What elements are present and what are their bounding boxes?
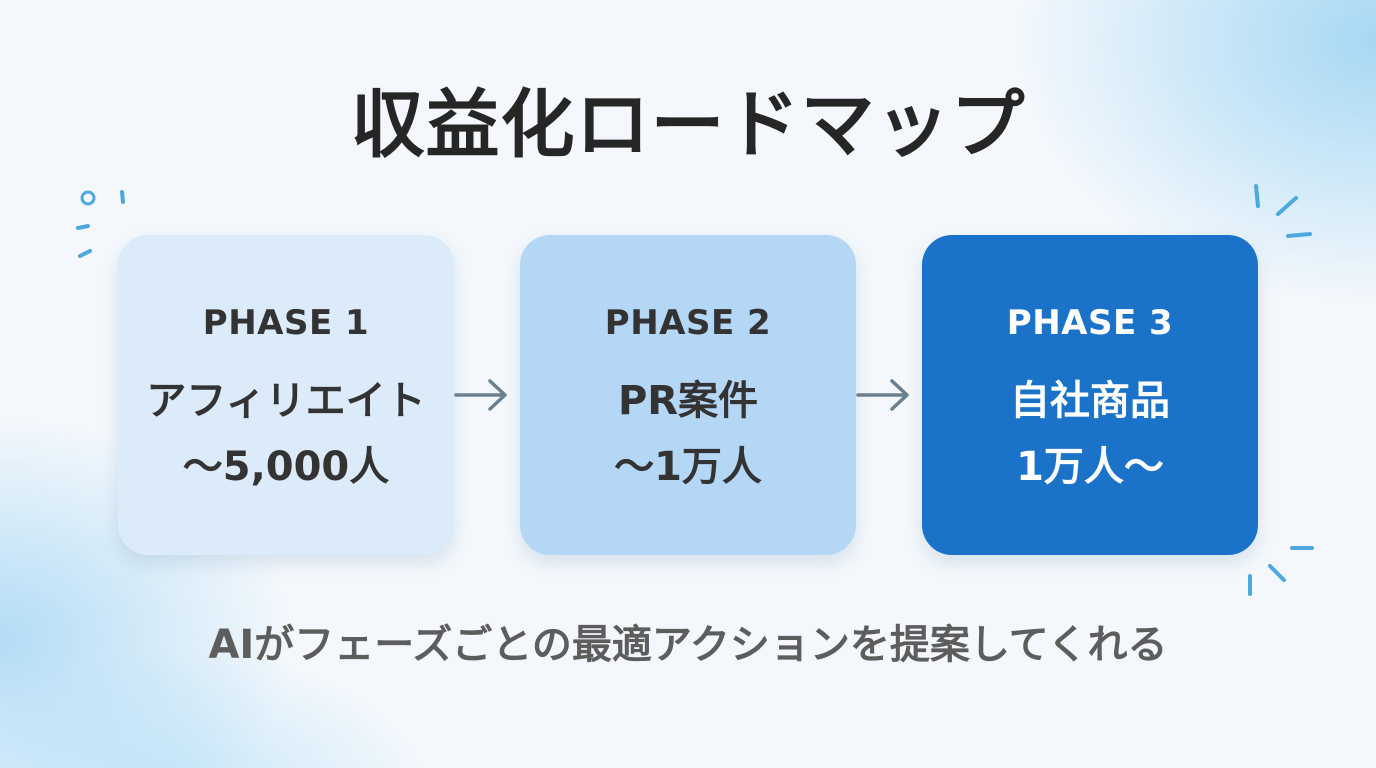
phase-1-card: PHASE 1 アフィリエイト 〜5,000人 [118,235,454,555]
phase-3-range: 1万人〜 [1016,444,1164,490]
arrow-right-icon [454,379,507,411]
sparkle-decoration-bottom-right [1248,546,1314,596]
phase-2-label: PHASE 2 [604,303,772,343]
phase-1-name: アフィリエイト [146,378,426,424]
phase-3-label: PHASE 3 [1006,303,1174,343]
page-title: 収益化ロードマップ [350,82,1026,168]
sparkle-decoration-top-right [1254,184,1312,238]
phase-2-name: PR案件 [617,378,759,424]
phase-2-range: 〜1万人 [614,444,762,490]
phase-2-card: PHASE 2 PR案件 〜1万人 [520,235,856,555]
phase-3-card: PHASE 3 自社商品 1万人〜 [922,235,1258,555]
phase-1-label: PHASE 1 [202,303,370,343]
phase-3-name: 自社商品 [1010,378,1170,424]
sparkle-decoration-left [76,190,125,258]
caption-text: AIがフェーズごとの最適アクションを提案してくれる [208,622,1168,668]
phase-1-range: 〜5,000人 [182,444,390,490]
arrow-right-icon [856,379,909,411]
